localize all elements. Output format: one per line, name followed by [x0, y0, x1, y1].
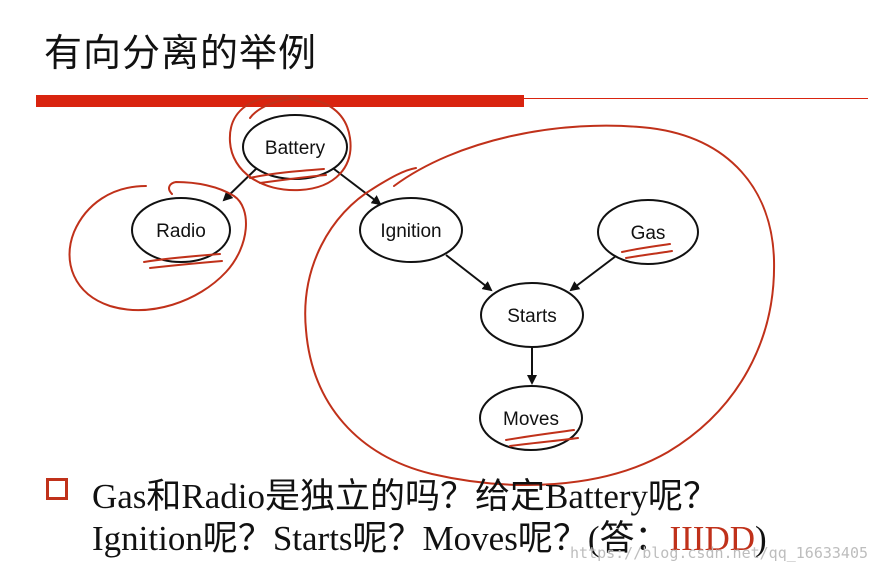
- node-starts: Starts: [480, 282, 584, 348]
- node-ignition-label: Ignition: [380, 221, 441, 242]
- annotation-circle-right-group: [304, 124, 776, 486]
- edge-battery-radio: [222, 166, 259, 202]
- annotation-circle-radio: [68, 181, 247, 311]
- slide-title: 有向分离的举例: [44, 31, 318, 75]
- node-starts-label: Starts: [507, 306, 557, 327]
- annotation-underline-moves: [505, 429, 579, 447]
- node-radio: Radio: [131, 197, 231, 263]
- node-moves: Moves: [479, 385, 583, 451]
- node-ignition: Ignition: [359, 197, 463, 263]
- node-moves-label: Moves: [503, 409, 559, 430]
- watermark-url: https://blog.csdn.net/qq_16633405: [570, 544, 869, 562]
- bullet-square-icon: [46, 478, 68, 500]
- annotation-underline-radio: [143, 253, 223, 269]
- node-gas-label: Gas: [631, 223, 666, 244]
- node-battery-label: Battery: [265, 138, 326, 159]
- edge-battery-ignition: [333, 168, 382, 206]
- question-line-1: Gas和Radio是独立的吗？给定Battery呢？: [92, 477, 719, 516]
- question-line-2: Ignition呢？Starts呢？Moves呢？(答：IIIDD): [92, 510, 767, 561]
- annotation-circle-battery: [228, 95, 352, 192]
- node-gas: Gas: [597, 199, 699, 265]
- node-battery: Battery: [242, 114, 348, 180]
- annotation-underline-battery: [249, 168, 327, 184]
- question-line-2-main: Ignition呢？Starts呢？Moves呢？(答：: [92, 519, 670, 558]
- node-radio-label: Radio: [156, 221, 206, 242]
- question-answer: IIIDD: [669, 519, 756, 558]
- annotation-underline-gas: [621, 243, 673, 259]
- edge-gas-starts: [569, 255, 617, 292]
- title-underline-thin: [524, 98, 868, 99]
- question-close-paren: ): [755, 519, 767, 558]
- edge-ignition-starts: [445, 254, 493, 292]
